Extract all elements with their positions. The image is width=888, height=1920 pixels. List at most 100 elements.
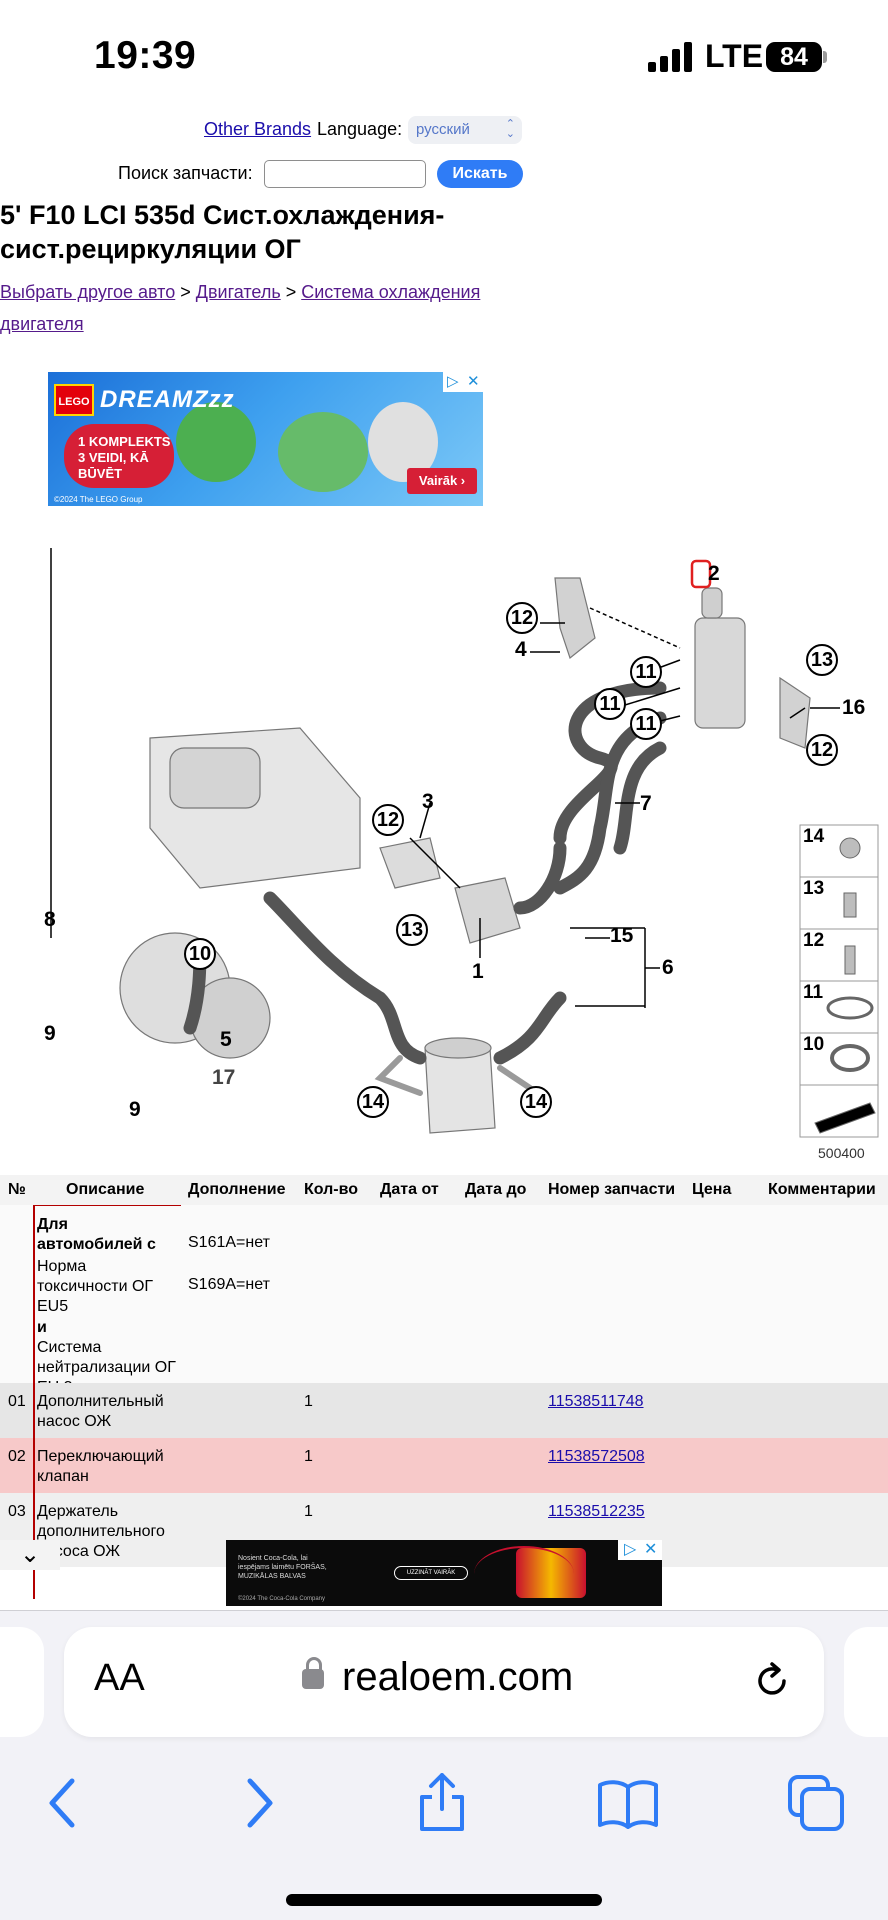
coca-cola-ad-banner[interactable]: Nosient Coca-Cola, lai iespējams laimētu… — [226, 1540, 662, 1606]
callout-5[interactable]: 5 — [220, 1028, 232, 1052]
ad-cta-button[interactable]: Vairāk › — [407, 468, 477, 494]
callout-number: 3 — [422, 790, 434, 813]
callout-3[interactable]: 3 — [422, 790, 434, 814]
back-icon[interactable] — [34, 1773, 94, 1833]
condition-bracket-line — [33, 1383, 35, 1599]
col-header: Дополнение — [188, 1181, 286, 1198]
breadcrumb-cooling-link[interactable]: Система охлаждения двигателя — [0, 282, 481, 334]
callout-number: 15 — [610, 924, 634, 947]
previous-tab-preview[interactable] — [0, 1627, 44, 1737]
ad-image — [474, 1546, 574, 1602]
table-row[interactable]: 02 Переключающий клапан 1 11538572508 — [0, 1438, 888, 1493]
condition-box — [33, 1205, 181, 1383]
part-number-link[interactable]: 11538511748 — [548, 1393, 644, 1410]
row-number: 01 — [8, 1393, 26, 1410]
callout-11[interactable]: 11 — [630, 708, 662, 740]
callout-10[interactable]: 10 — [184, 938, 216, 970]
chevron-down-icon: ⌄ — [19, 1541, 41, 1568]
clock: 19:39 — [94, 34, 197, 77]
reader-options-button[interactable]: AA — [94, 1657, 145, 1700]
forward-icon[interactable] — [228, 1773, 288, 1833]
callout-number: 11 — [599, 693, 621, 715]
callout-12[interactable]: 12 — [806, 734, 838, 766]
row-description: Переключающий клапан — [37, 1448, 164, 1485]
ad-close-icon[interactable]: ✕ — [644, 1541, 658, 1558]
callout-number: 13 — [400, 919, 424, 941]
breadcrumb-separator: > — [175, 282, 196, 302]
share-icon[interactable] — [412, 1773, 472, 1833]
legend-label: 12 — [803, 930, 825, 951]
search-button[interactable]: Искать — [437, 160, 523, 188]
condition-line: Для автомобилей с — [37, 1216, 156, 1253]
aa-label: AA — [94, 1657, 145, 1699]
callout-15[interactable]: 15 — [610, 924, 633, 948]
callout-1[interactable]: 1 — [472, 960, 484, 984]
condition-row: Для автомобилей с Норма токсичности ОГ E… — [0, 1205, 888, 1396]
callout-11[interactable]: 11 — [594, 688, 626, 720]
callout-number: 4 — [515, 638, 527, 661]
part-number-link[interactable]: 11538572508 — [548, 1448, 645, 1465]
language-label: Language: — [317, 119, 403, 139]
other-brands-link[interactable]: Other Brands — [204, 119, 312, 139]
brand-language-row: Other Brands Language: русский ⌃⌄ — [0, 116, 888, 146]
ad-copyright: ©2024 The Coca-Cola Company — [238, 1596, 326, 1602]
ad-choices-icon[interactable]: ▷ — [624, 1541, 637, 1558]
col-header: Дата от — [380, 1181, 439, 1198]
lego-ad-banner[interactable]: LEGO DREAMZzz 1 KOMPLEKTS 3 VEIDI, KĀ BŪ… — [48, 372, 483, 506]
reload-icon[interactable] — [750, 1659, 794, 1703]
callout-7[interactable]: 7 — [640, 792, 652, 816]
legend-label: 13 — [803, 878, 825, 899]
callout-13[interactable]: 13 — [806, 644, 838, 676]
callout-11[interactable]: 11 — [630, 656, 662, 688]
callout-number: 12 — [510, 607, 534, 629]
ad-text: Nosient Coca-Cola, lai iespējams laimētu… — [238, 1555, 327, 1580]
callout-6[interactable]: 6 — [662, 956, 674, 980]
callout-9[interactable]: 9 — [44, 1022, 56, 1046]
ad-cta-button[interactable]: UZZINĀT VAIRĀK — [394, 1566, 468, 1580]
callout-8[interactable]: 8 — [44, 908, 56, 932]
ad-close-icon[interactable]: ✕ — [467, 373, 480, 390]
network-type: LTE — [705, 38, 764, 74]
ad-choices-icon[interactable]: ▷ — [447, 373, 459, 390]
ad-copyright: ©2024 The LEGO Group — [54, 495, 143, 504]
breadcrumb-engine-link[interactable]: Двигатель — [195, 282, 281, 302]
ad-brand: DREAMZzz — [100, 386, 235, 413]
callout-number: 6 — [662, 956, 674, 979]
part-number-link[interactable]: 11538512235 — [548, 1503, 645, 1520]
callout-number: 16 — [842, 696, 866, 719]
callout-12[interactable]: 12 — [506, 602, 538, 634]
legend-label: 10 — [803, 1034, 825, 1055]
col-header: Комментарии — [768, 1181, 876, 1198]
url-text[interactable]: realoem.com — [342, 1655, 574, 1699]
ad-collapse-button[interactable]: ⌄ — [0, 1540, 60, 1570]
bookmarks-icon[interactable] — [598, 1773, 658, 1833]
language-select[interactable]: русский ⌃⌄ — [408, 116, 522, 144]
callout-17[interactable]: 17 — [212, 1066, 235, 1090]
callout-14[interactable]: 14 — [357, 1086, 389, 1118]
search-label: Поиск запчасти: — [118, 163, 253, 183]
breadcrumb-change-car-link[interactable]: Выбрать другое авто — [0, 282, 176, 302]
part-search-input[interactable] — [264, 160, 426, 188]
condition-line: и — [37, 1319, 47, 1336]
callout-number: 11 — [635, 713, 657, 735]
callout-2[interactable]: 2 — [708, 562, 720, 586]
callout-13[interactable]: 13 — [396, 914, 428, 946]
callout-9[interactable]: 9 — [129, 1098, 141, 1122]
callout-number: 12 — [376, 809, 400, 831]
tabs-icon[interactable] — [786, 1773, 846, 1833]
battery-icon: 84 — [766, 42, 822, 72]
callout-16[interactable]: 16 — [842, 696, 865, 720]
callout-number: 12 — [810, 739, 834, 761]
callout-number: 5 — [220, 1028, 232, 1051]
address-bar[interactable]: AA realoem.com — [64, 1627, 824, 1737]
table-row[interactable]: 01 Дополнительный насос ОЖ 1 11538511748 — [0, 1383, 888, 1438]
home-indicator — [286, 1894, 602, 1906]
row-description: Дополнительный насос ОЖ — [37, 1393, 164, 1430]
col-header: Дата до — [465, 1181, 527, 1198]
col-header: № — [8, 1181, 26, 1198]
callout-number: 9 — [129, 1098, 141, 1121]
callout-14[interactable]: 14 — [520, 1086, 552, 1118]
callout-12[interactable]: 12 — [372, 804, 404, 836]
callout-4[interactable]: 4 — [515, 638, 527, 662]
next-tab-preview[interactable] — [844, 1627, 888, 1737]
